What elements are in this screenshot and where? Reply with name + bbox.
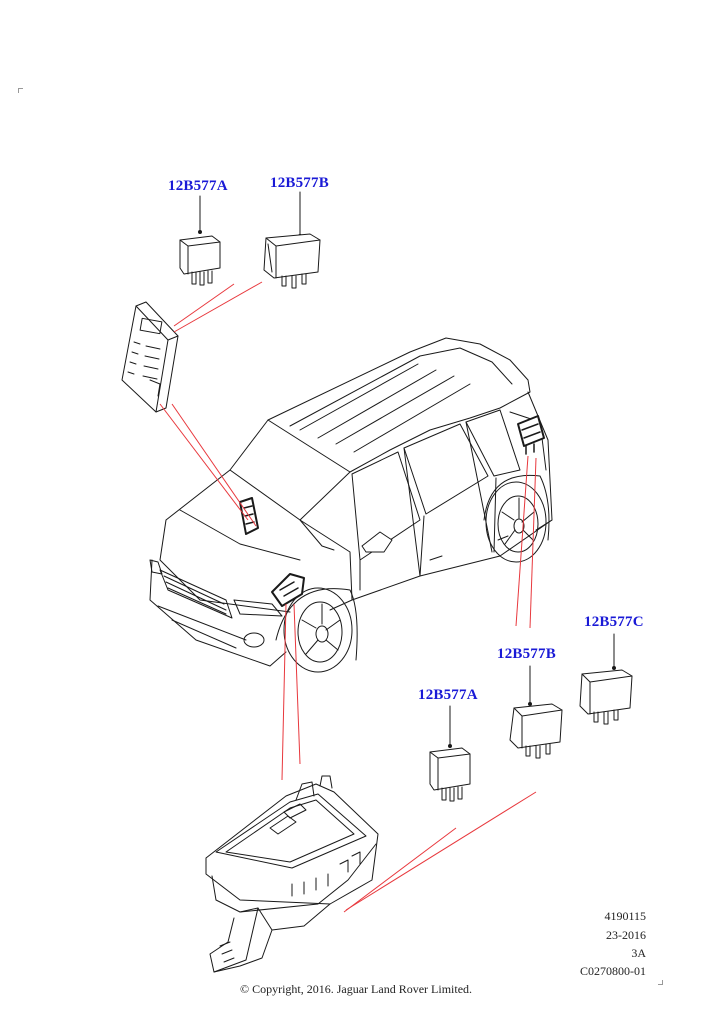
label-relay-12b577c-bottom: 12B577C (584, 614, 644, 630)
vehicle-body (149, 337, 553, 673)
vehicle-rear-bracket-marker (517, 415, 545, 455)
corner-mark-bottom-right (658, 980, 663, 985)
label-relay-12b577a-top: 12B577A (168, 178, 228, 194)
engine-fuse-box (121, 301, 179, 413)
drawing-revision: 3A (631, 946, 646, 960)
drawing-reference: C0270800-01 (580, 964, 646, 978)
callout-lines (159, 281, 537, 913)
relay-12b577c-bottom (579, 633, 633, 725)
relay-12b577b-top (263, 191, 321, 289)
label-relay-12b577b-bottom: 12B577B (497, 646, 556, 662)
relay-12b577b-bottom (509, 665, 563, 759)
relay-12b577a-bottom (429, 705, 471, 802)
drawing-number: 4190115 (604, 909, 646, 923)
label-relay-12b577b-top: 12B577B (270, 175, 329, 191)
copyright-notice: © Copyright, 2016. Jaguar Land Rover Lim… (239, 982, 473, 996)
label-relay-12b577a-bottom: 12B577A (418, 687, 478, 703)
corner-mark-top-left (18, 88, 23, 93)
vehicle-engine-fuse-box-marker (271, 573, 305, 607)
relay-12b577a-top (179, 195, 221, 286)
drawing-date: 23-2016 (606, 928, 646, 942)
bottom-fuse-box (205, 775, 379, 973)
